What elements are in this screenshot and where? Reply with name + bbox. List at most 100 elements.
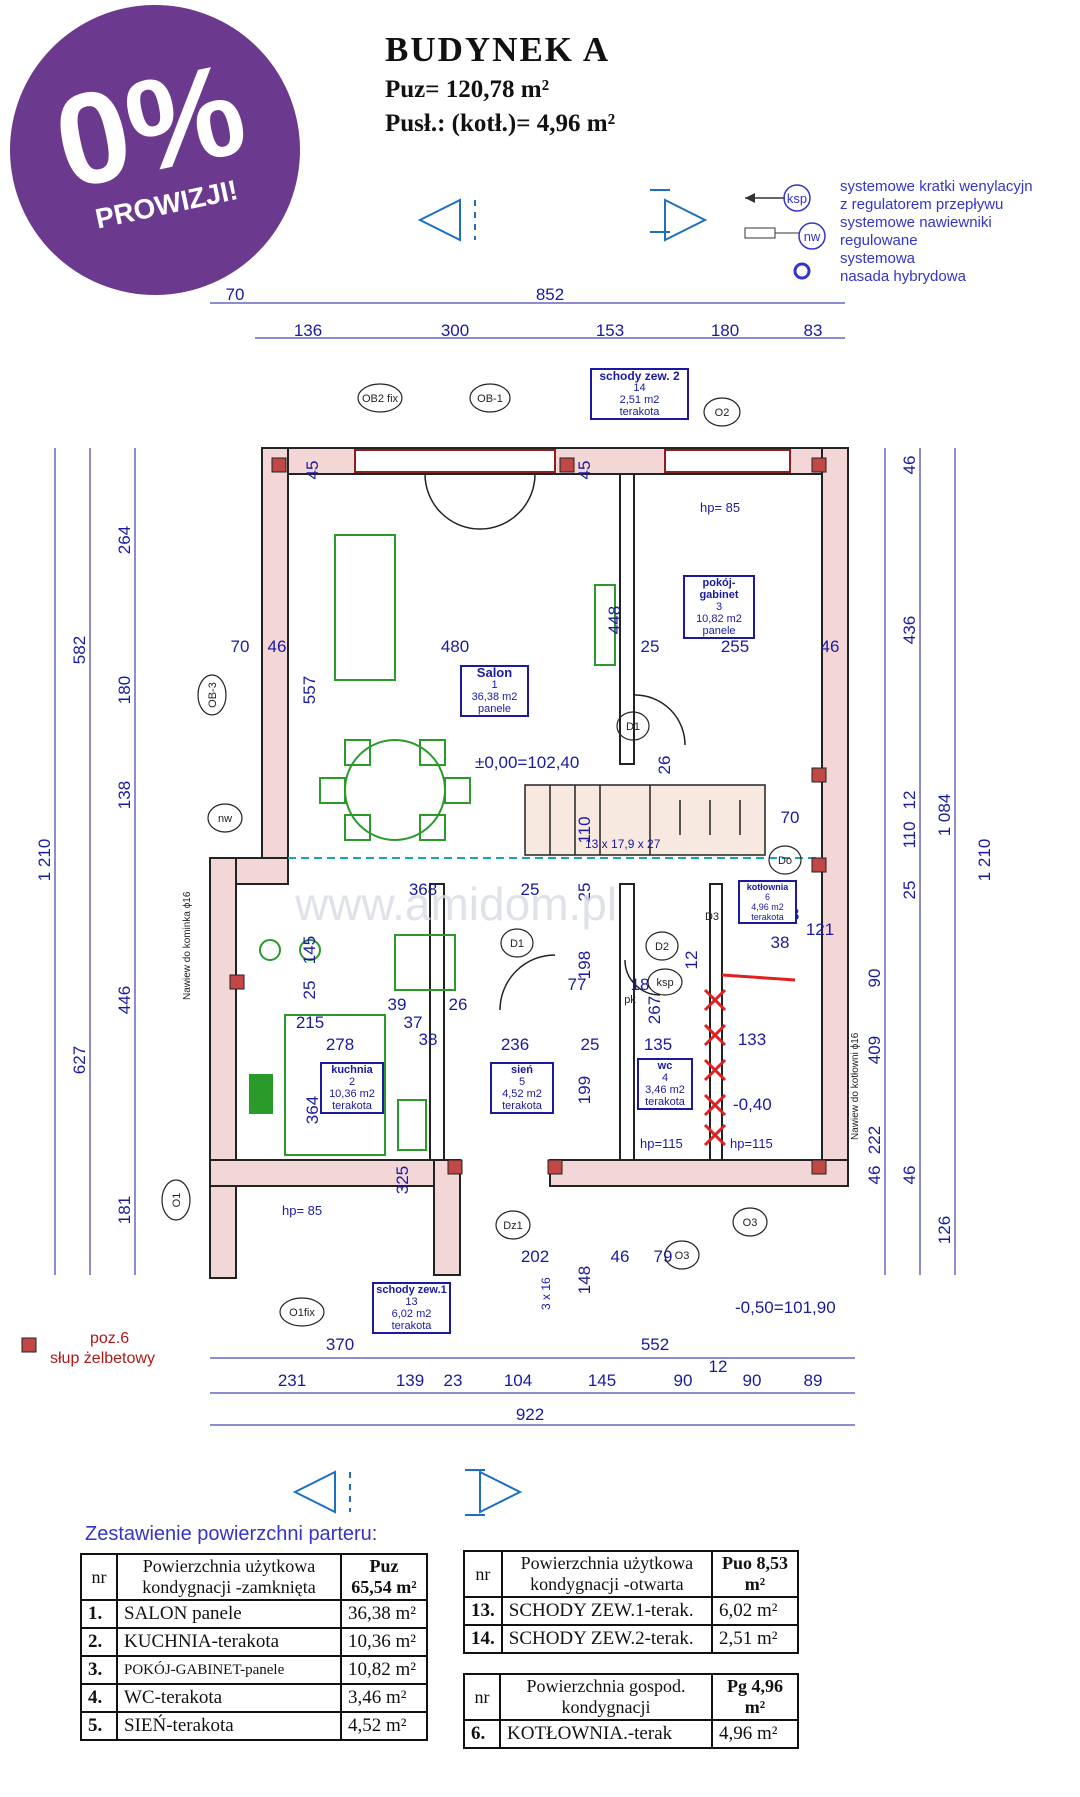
dim-label: 557 bbox=[300, 676, 319, 704]
dim-label: 37 bbox=[404, 1013, 423, 1032]
room-area: 2,51 m2 bbox=[619, 394, 660, 406]
dim-label: 26 bbox=[449, 995, 468, 1014]
dim-label: 148 bbox=[575, 1266, 594, 1294]
dim-label: 180 bbox=[711, 321, 739, 340]
dim-label: 25 bbox=[581, 1035, 600, 1054]
room-num: 5 bbox=[518, 1076, 526, 1088]
legend-line: regulowane bbox=[840, 232, 918, 249]
dim-label: 135 bbox=[644, 1035, 672, 1054]
room-num: 3 bbox=[715, 601, 723, 613]
cell: 10,36 m² bbox=[340, 1627, 428, 1657]
dim-label: 236 bbox=[501, 1035, 529, 1054]
opening-label: OB-3 bbox=[207, 682, 219, 708]
cell: 1. bbox=[80, 1599, 118, 1629]
dim-label: 110 bbox=[575, 816, 594, 843]
legend-line: z regulatorem przepływu bbox=[840, 196, 1004, 213]
cell: SCHODY ZEW.1-terak. bbox=[500, 1596, 714, 1626]
room-hall: sień 5 4,52 m2 terakota bbox=[490, 1062, 554, 1114]
opening-label: OB-1 bbox=[477, 393, 503, 405]
dim-label: 38 bbox=[419, 1030, 438, 1049]
room-name: wc bbox=[657, 1060, 673, 1072]
dim-label: 180 bbox=[115, 676, 134, 704]
ksp-symbol-icon: ksp bbox=[745, 184, 811, 212]
room-area: 4,52 m2 bbox=[502, 1088, 542, 1100]
dim-label: 1 210 bbox=[35, 839, 54, 882]
dim-label: 70 bbox=[781, 808, 800, 827]
usable-area: Puz= 120,78 m² bbox=[385, 76, 550, 103]
dim-label: 198 bbox=[575, 951, 594, 979]
table-header-row: nr Powierzchnia użytkowa kondygnacji -ot… bbox=[463, 1550, 799, 1598]
ventilation-legend: systemowe kratki wenylacyjn z regulatore… bbox=[840, 178, 1033, 286]
cell: 10,82 m² bbox=[340, 1655, 428, 1685]
hp-label: hp= 85 bbox=[700, 500, 740, 515]
table-row: 6. KOTŁOWNIA.-terak 4,96 m² bbox=[463, 1719, 799, 1749]
room-floor: terakota bbox=[332, 1100, 372, 1112]
room-wc: wc 4 3,46 m2 terakota bbox=[637, 1058, 693, 1110]
dim-label: 215 bbox=[296, 1013, 324, 1032]
dim-label: 90 bbox=[865, 969, 884, 988]
dim-label: 90 bbox=[743, 1371, 762, 1390]
dim-label: 136 bbox=[294, 321, 322, 340]
dim-label: 77 bbox=[568, 975, 587, 994]
table-row: 13. SCHODY ZEW.1-terak. 6,02 m² bbox=[463, 1596, 799, 1626]
cell: 5. bbox=[80, 1711, 118, 1741]
dim-label: 300 bbox=[441, 321, 469, 340]
dim-label: 370 bbox=[326, 1335, 354, 1354]
header-cell: Pg 4,96 m² bbox=[711, 1673, 799, 1721]
dim-label: 627 bbox=[70, 1046, 89, 1074]
open-area-table: nr Powierzchnia użytkowa kondygnacji -ot… bbox=[463, 1550, 799, 1654]
level-minus: -0,50=101,90 bbox=[735, 1298, 836, 1317]
room-num: 1 bbox=[491, 679, 498, 691]
dim-label: 153 bbox=[596, 321, 624, 340]
building-title: BUDYNEK A bbox=[385, 30, 611, 69]
dim-label: 480 bbox=[441, 637, 469, 656]
room-num: 13 bbox=[405, 1296, 418, 1308]
room-area: 4,96 m2 bbox=[751, 902, 784, 912]
cell: 4. bbox=[80, 1683, 118, 1713]
dim-label: 23 bbox=[444, 1371, 463, 1390]
dim-label: 121 bbox=[806, 920, 834, 939]
dim-label: 126 bbox=[935, 1216, 954, 1244]
dim-label: 38 bbox=[771, 933, 790, 952]
area-summary-title: Zestawienie powierzchni parteru: bbox=[85, 1523, 378, 1545]
cell: 3. bbox=[80, 1655, 118, 1685]
cell: 4,52 m² bbox=[340, 1711, 428, 1741]
level-labels: ±0,00=102,40 -0,50=101,90 -0,40 13 x 17,… bbox=[282, 500, 836, 1317]
dim-label: 26 bbox=[655, 756, 674, 775]
legend-line: systemowa bbox=[840, 250, 916, 267]
room-floor: terakota bbox=[391, 1320, 432, 1332]
building-walls bbox=[209, 447, 849, 1279]
opening-label: O2 bbox=[715, 407, 730, 419]
dim-label: 89 bbox=[804, 1371, 823, 1390]
column-legend-desc: słup żelbetowy bbox=[50, 1350, 155, 1367]
room-kitchen: kuchnia 2 10,36 m2 terakota bbox=[320, 1062, 384, 1114]
level-boiler: -0,40 bbox=[733, 1095, 772, 1114]
room-area: 10,82 m2 bbox=[696, 613, 742, 625]
hp-label: hp=115 bbox=[640, 1136, 683, 1151]
inner-dimensions: 70 480 25 255 46 46 557 448 368 25 25 19… bbox=[231, 461, 840, 1295]
opening-label: ksp bbox=[656, 977, 673, 989]
room-floor: panele bbox=[477, 703, 512, 715]
dim-label: 110 bbox=[900, 821, 919, 848]
room-name: kotłownia bbox=[746, 882, 789, 892]
dim-label: 90 bbox=[674, 1371, 693, 1390]
cell: 13. bbox=[463, 1596, 503, 1626]
stairs-spec: 13 x 17,9 x 27 bbox=[585, 837, 661, 851]
dim-label: 70 bbox=[231, 637, 250, 656]
opening-label: D1 bbox=[510, 938, 524, 950]
dim-label: 255 bbox=[721, 637, 749, 656]
room-name: pokój-gabinet bbox=[699, 577, 739, 601]
opening-label: O1 bbox=[171, 1193, 183, 1208]
table-row: 4. WC-terakota 3,46 m² bbox=[80, 1683, 428, 1713]
dim-label: 79 bbox=[654, 1247, 673, 1266]
dim-label: 46 bbox=[821, 637, 840, 656]
room-ext-stairs-2: schody zew. 2 14 2,51 m2 terakota bbox=[590, 368, 689, 420]
opening-label: D3 bbox=[705, 911, 719, 923]
column-legend-code: poz.6 bbox=[90, 1330, 129, 1347]
cell: 6. bbox=[463, 1719, 501, 1749]
dim-label: 199 bbox=[575, 1076, 594, 1104]
hp-label: hp=115 bbox=[730, 1136, 773, 1151]
opening-label: Do bbox=[778, 855, 792, 867]
dim-label: 12 bbox=[709, 1357, 728, 1376]
header-cell: nr bbox=[463, 1550, 503, 1598]
